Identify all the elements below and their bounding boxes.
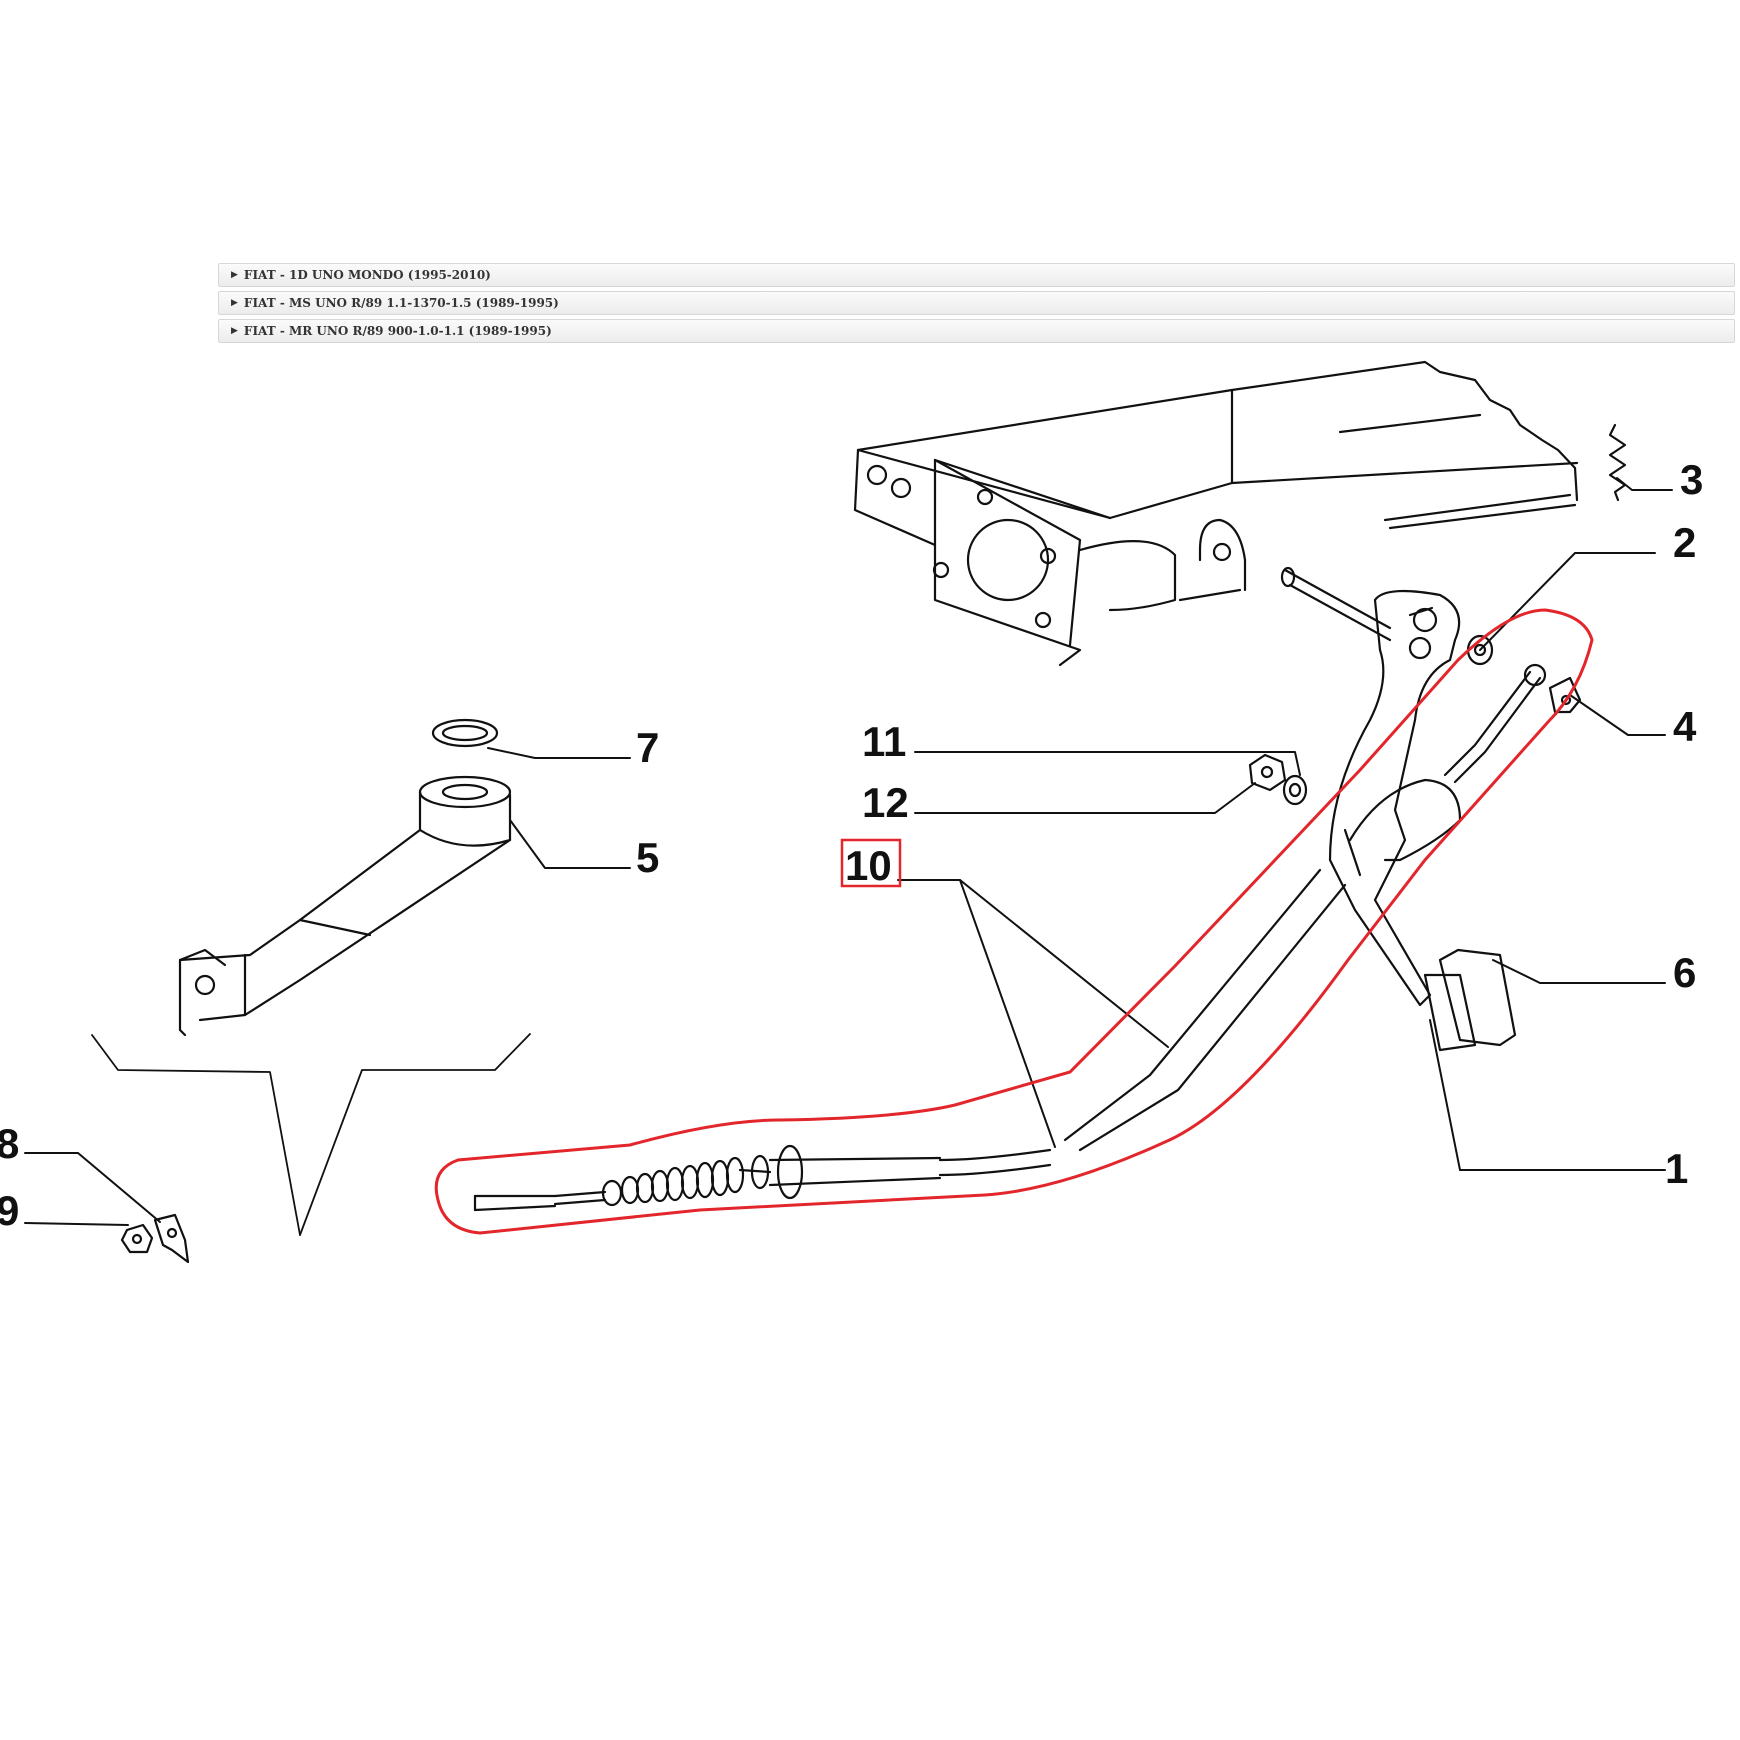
callout-7: 7	[636, 724, 659, 771]
model-row-uno-mondo[interactable]: ▶ FIAT - 1D UNO MONDO (1995-2010)	[218, 263, 1735, 287]
model-row-label: FIAT - MR UNO R/89 900-1.0-1.1 (1989-199…	[243, 324, 552, 338]
triangle-right-icon: ▶	[231, 326, 238, 336]
release-lever	[178, 775, 512, 1037]
model-row-label: FIAT - 1D UNO MONDO (1995-2010)	[243, 268, 491, 282]
clip-and-nut	[120, 1213, 190, 1264]
clutch-cable	[473, 663, 1547, 1212]
section-break-lines	[91, 1033, 531, 1236]
pedal-pad	[1423, 948, 1517, 1052]
circlip	[431, 718, 499, 748]
pedal-support-bracket	[853, 360, 1579, 667]
callout-10-highlight-box	[840, 838, 902, 888]
callout-6: 6	[1673, 949, 1696, 996]
model-row-uno-ms[interactable]: ▶ FIAT - MS UNO R/89 1.1-1370-1.5 (1989-…	[218, 291, 1735, 315]
callout-10: 10	[845, 842, 892, 889]
nut-and-washer	[1248, 753, 1308, 806]
callout-5: 5	[636, 834, 659, 881]
clutch-pedal	[1328, 589, 1461, 1007]
callout-12: 12	[862, 779, 909, 826]
pedal-pivot-shaft	[1280, 566, 1392, 642]
return-spring	[1608, 423, 1627, 502]
retaining-clip	[1548, 676, 1582, 714]
vehicle-model-list: ▶ FIAT - 1D UNO MONDO (1995-2010) ▶ FIAT…	[218, 263, 1735, 347]
callout-11: 11	[862, 718, 906, 765]
callout-9: 9	[0, 1187, 19, 1234]
highlight-outline	[434, 608, 1594, 1235]
model-row-label: FIAT - MS UNO R/89 1.1-1370-1.5 (1989-19…	[243, 296, 559, 310]
triangle-right-icon: ▶	[231, 270, 238, 280]
triangle-right-icon: ▶	[231, 298, 238, 308]
callout-2: 2	[1673, 519, 1696, 566]
callout-4: 4	[1673, 703, 1697, 750]
callout-8: 8	[0, 1120, 19, 1167]
callout-1: 1	[1665, 1145, 1688, 1192]
model-row-uno-mr[interactable]: ▶ FIAT - MR UNO R/89 900-1.0-1.1 (1989-1…	[218, 319, 1735, 343]
leader-lines	[24, 477, 1673, 1226]
callout-3: 3	[1680, 456, 1703, 503]
